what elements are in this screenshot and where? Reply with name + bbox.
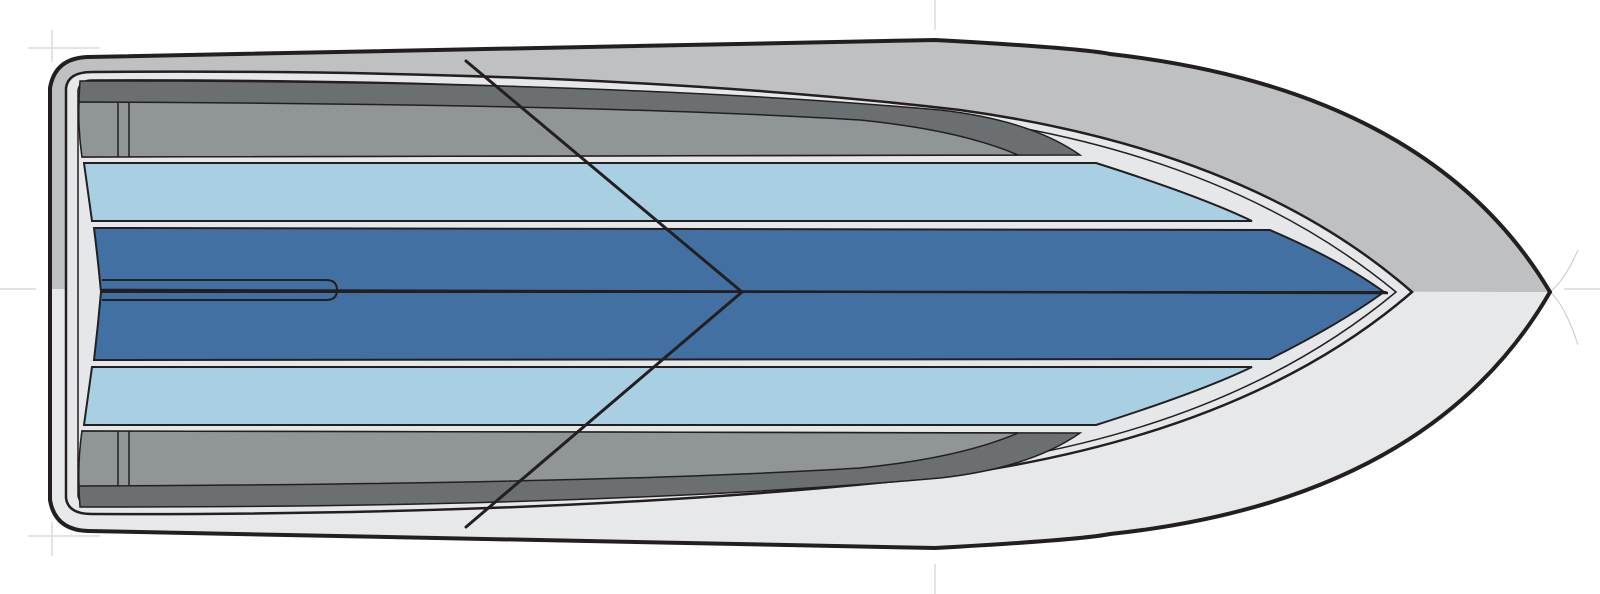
hull-outline	[48, 37, 1553, 551]
dark-blue-center-top	[92, 226, 1388, 293]
diagonal-brace	[464, 59, 745, 529]
light-blue-strip-top	[82, 162, 1253, 222]
light-blue-strip-bottom	[82, 366, 1253, 426]
centerline	[101, 288, 1389, 295]
dark-blue-center-bottom	[92, 291, 1388, 362]
